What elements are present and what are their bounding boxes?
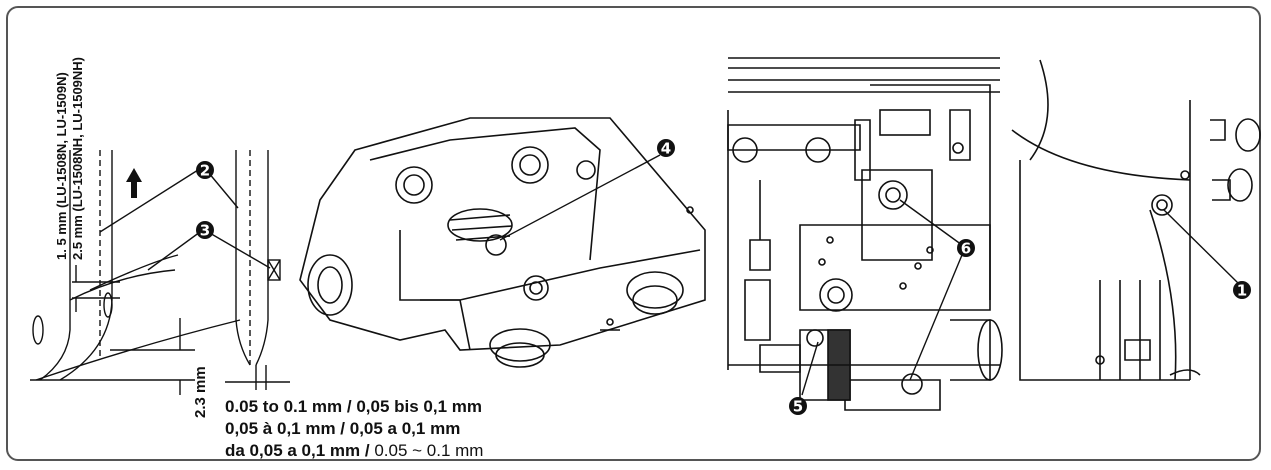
gap-label-line-3: da 0,05 a 0,1 mm / 0.05 ~ 0.1 mm bbox=[225, 441, 483, 460]
arrow-up-icon bbox=[126, 168, 142, 198]
callout-badge-5: 5 bbox=[789, 397, 807, 416]
svg-text:2: 2 bbox=[200, 162, 210, 180]
callout-leader-4 bbox=[499, 154, 661, 241]
callout-badge-4: 4 bbox=[657, 139, 675, 158]
gap-label-line-1: 0.05 to 0.1 mm / 0,05 bis 0,1 mm bbox=[225, 397, 482, 416]
arm-side-illustration bbox=[1011, 59, 1261, 381]
callout-badge-3: 3 bbox=[196, 221, 214, 240]
needle-gap-diagram bbox=[225, 150, 290, 390]
callout-badge-2: 2 bbox=[196, 161, 214, 180]
callout-leader-1 bbox=[1163, 209, 1239, 284]
svg-text:6: 6 bbox=[961, 240, 971, 258]
gap-label-line-2: 0,05 à 0,1 mm / 0,05 a 0,1 mm bbox=[225, 419, 460, 438]
figure-frame bbox=[6, 6, 1261, 461]
svg-text:3: 3 bbox=[200, 222, 210, 240]
height-label-2-3mm: 2.3 mm bbox=[192, 366, 209, 418]
feed-mechanism-illustration bbox=[727, 57, 1003, 411]
clearance-label-1508n: 1. 5 mm (LU-1508N, LU-1509N) bbox=[54, 72, 69, 260]
clearance-label-1508nh: 2.5 mm (LU-1508NH, LU-1509NH) bbox=[70, 57, 85, 260]
callout-badge-1: 1 bbox=[1233, 281, 1251, 300]
svg-text:4: 4 bbox=[661, 140, 671, 158]
hook-mechanism-illustration bbox=[299, 117, 706, 368]
needle-timing-diagram bbox=[30, 150, 241, 395]
callout-leaders-6-5 bbox=[801, 199, 963, 396]
callout-badge-6: 6 bbox=[957, 239, 975, 258]
svg-text:5: 5 bbox=[793, 398, 803, 416]
svg-text:1: 1 bbox=[1237, 282, 1247, 300]
callout-leaders-left bbox=[99, 169, 271, 271]
